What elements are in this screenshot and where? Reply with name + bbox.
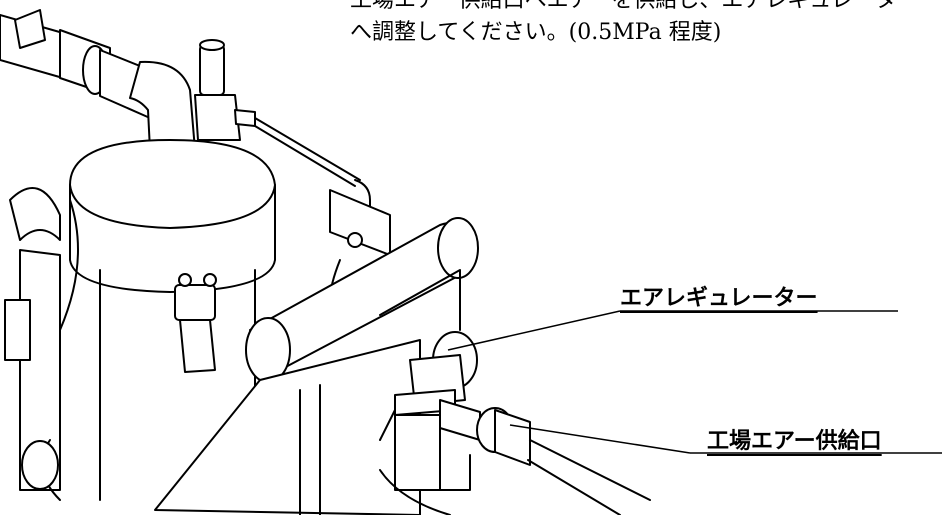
filter-tank (4, 139, 276, 501)
air-regulator (379, 331, 478, 491)
hose-left (9, 187, 79, 331)
factory-air-coupler (439, 399, 651, 515)
supply-leader (509, 424, 691, 454)
frame-plate (154, 269, 461, 515)
regulator-leader (447, 310, 621, 351)
callout-factory-air-inlet: 工場エアー供給口 (707, 429, 882, 454)
hose-bottom (21, 439, 451, 515)
instruction-line-2: へ調整してください。(0.5MPa 程度) (350, 20, 722, 45)
tank-latch (174, 273, 217, 373)
inlet-valve (0, 9, 151, 119)
callout-air-regulator: エアレギュレーター (620, 286, 818, 311)
instruction-line-1: 工場エアー供給口へエアーを供給し、エアレギュレーター (350, 0, 919, 13)
handle-bar (245, 217, 479, 383)
air-fitting (194, 39, 371, 216)
